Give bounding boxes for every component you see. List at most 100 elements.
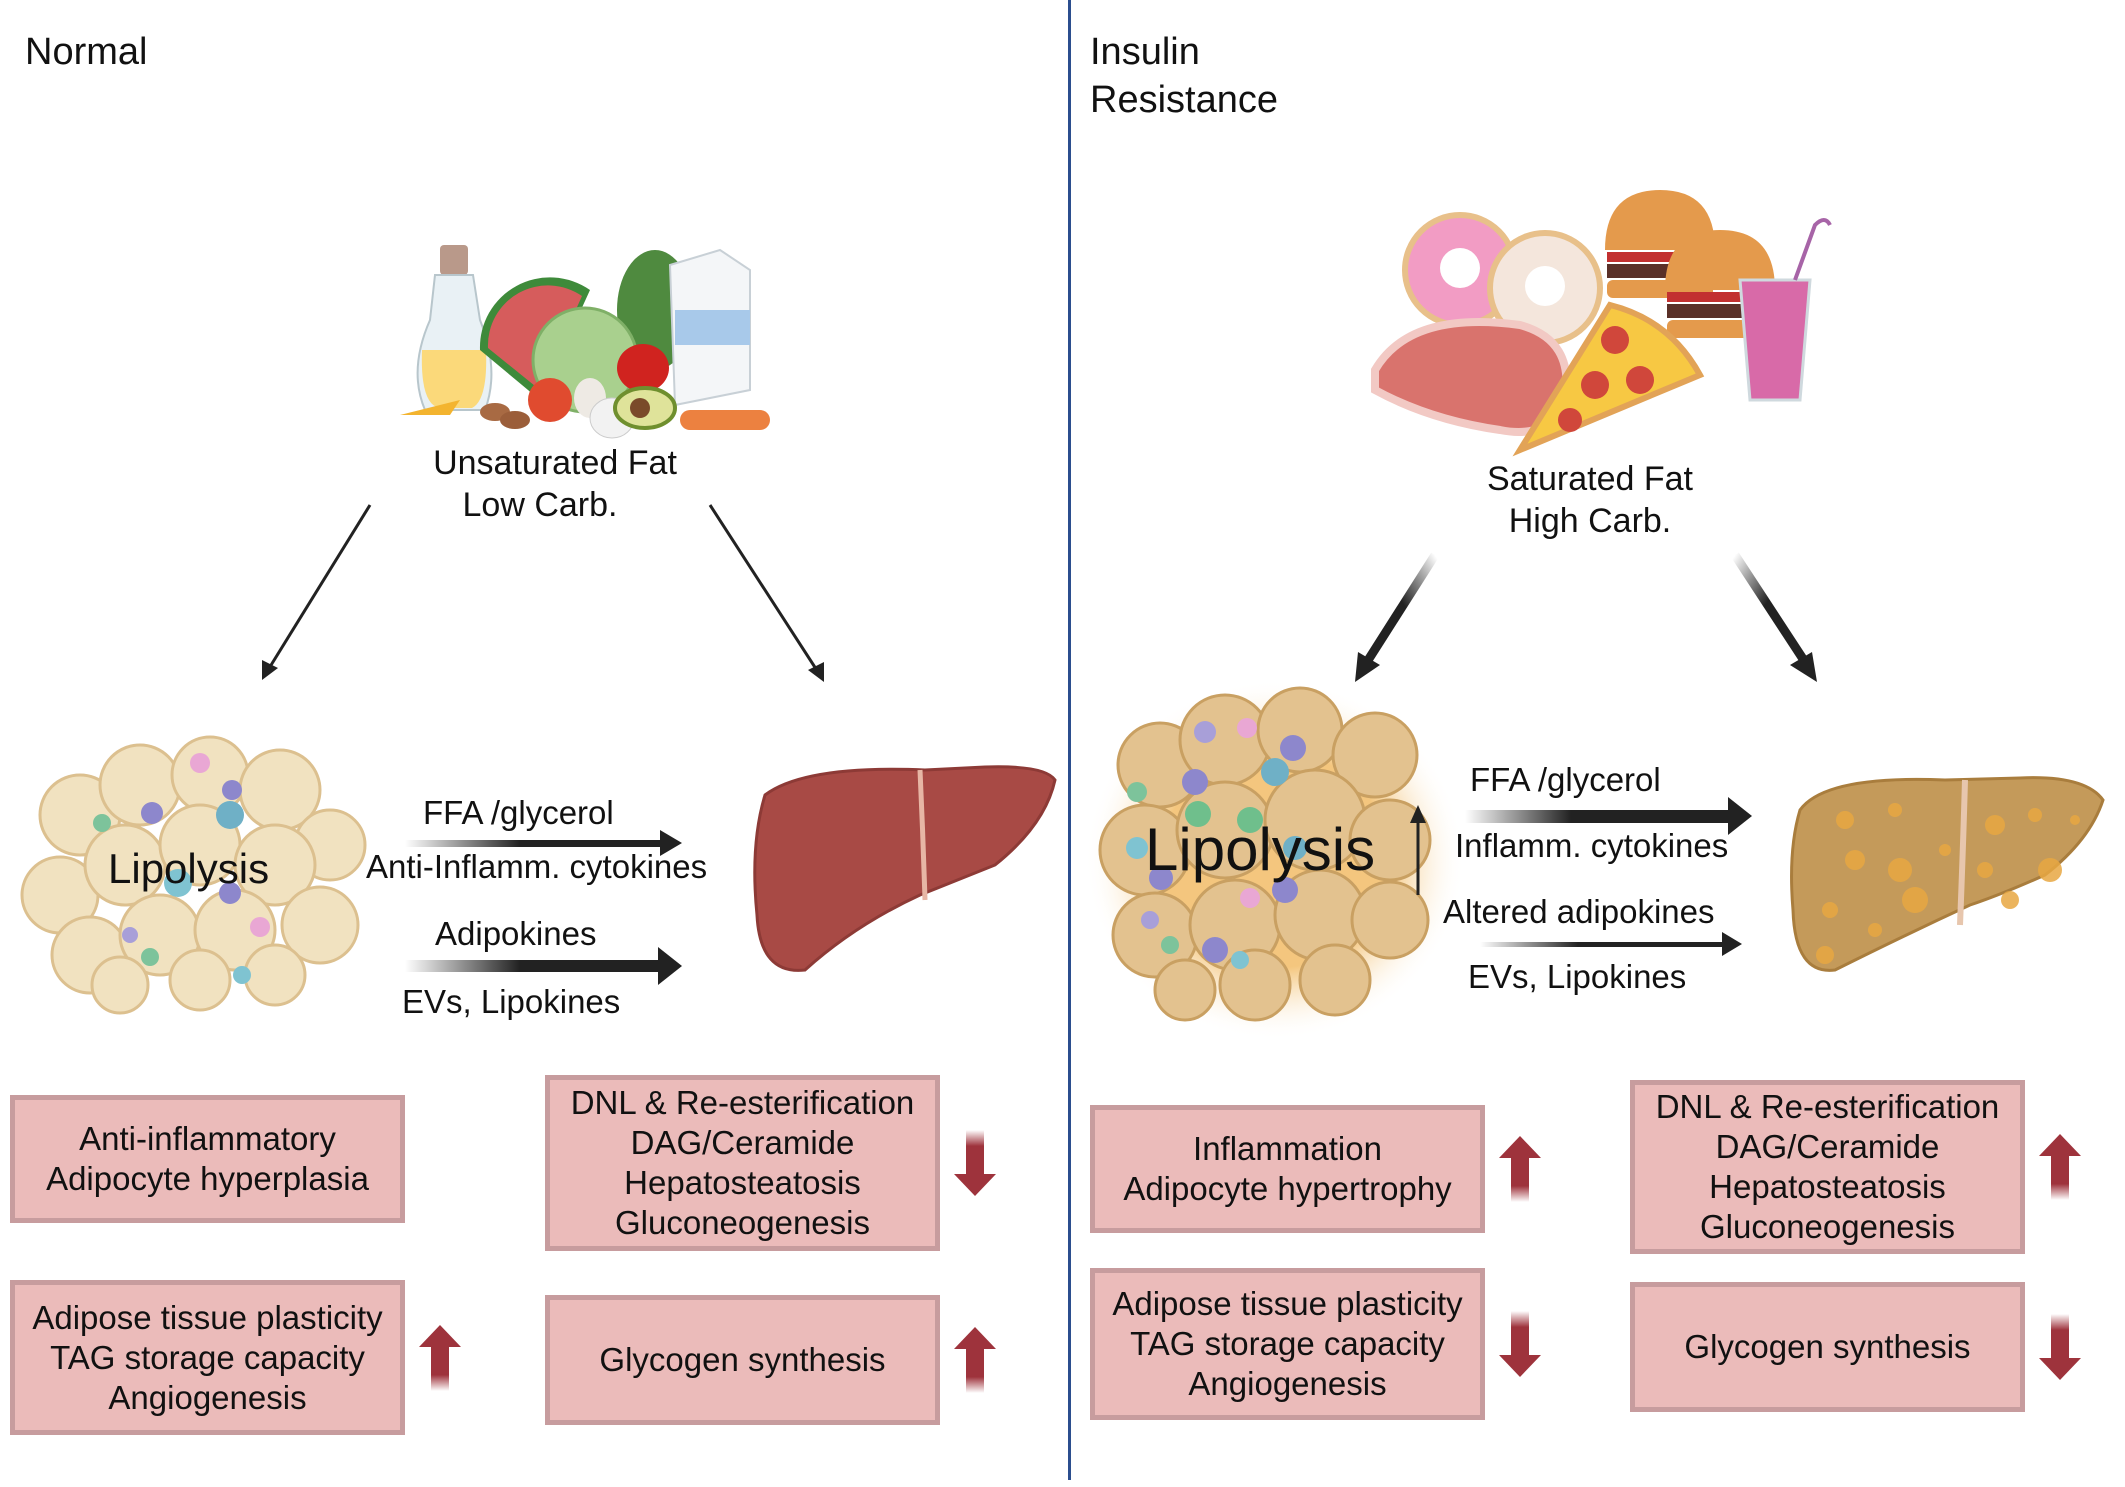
flow-arrows-normal bbox=[405, 830, 682, 985]
flow-label-ffa-glycerol: FFA /glycerol bbox=[423, 794, 614, 831]
panel-title-insulin-resistance: Insulin Resistance bbox=[1090, 28, 1278, 124]
title-line1: Insulin bbox=[1090, 31, 1200, 73]
carrot-icon bbox=[400, 400, 460, 415]
immune-cell-icon bbox=[1240, 888, 1260, 908]
macrophage-icon bbox=[1280, 735, 1306, 761]
panel-title-normal: Normal bbox=[25, 31, 148, 73]
arrowhead-icon bbox=[808, 662, 824, 682]
panel-divider bbox=[1068, 0, 1071, 1480]
box-line: DAG/Ceramide bbox=[1715, 1128, 1940, 1165]
pepperoni-icon bbox=[1581, 371, 1609, 399]
ligament-icon bbox=[917, 769, 928, 901]
arrow-to-adipose bbox=[266, 504, 372, 671]
flow-label-altered-adipokines: Altered adipokines bbox=[1443, 893, 1715, 930]
macrophage-icon bbox=[141, 802, 163, 824]
diet-label-line1: Saturated Fat bbox=[1486, 460, 1693, 498]
flow-label-inflamm-cytokines: Inflamm. cytokines bbox=[1455, 827, 1729, 864]
trend-down-arrow-icon bbox=[954, 1130, 996, 1196]
box-line: Inflammation bbox=[1193, 1130, 1382, 1167]
box-ir-liver-1: DNL & Re-esterification DAG/Ceramide Hep… bbox=[1630, 1080, 2025, 1254]
immune-cell-icon bbox=[250, 917, 270, 937]
arrowhead-icon bbox=[658, 947, 682, 985]
immune-cell-icon bbox=[141, 948, 159, 966]
unhealthy-food-icon bbox=[1371, 190, 1832, 457]
immune-cell-icon bbox=[233, 966, 251, 984]
fatty-liver-icon bbox=[1790, 776, 2105, 972]
diet-label-normal: Unsaturated Fat Low Carb. bbox=[405, 442, 705, 526]
immune-cell-icon bbox=[216, 801, 244, 829]
immune-cell-icon bbox=[190, 753, 210, 773]
flow-label-evs-lipokines: EVs, Lipokines bbox=[402, 983, 621, 1020]
macrophage-icon bbox=[1182, 769, 1208, 795]
burger-layer-icon bbox=[1607, 252, 1713, 262]
box-line: Glycogen synthesis bbox=[1684, 1328, 1971, 1365]
box-line: Gluconeogenesis bbox=[614, 1204, 870, 1241]
diet-arrows-normal bbox=[262, 504, 824, 682]
title-line2: Resistance bbox=[1090, 79, 1278, 121]
diet-label-line2: Low Carb. bbox=[462, 486, 618, 524]
flow-label-ffa-glycerol-ir: FFA /glycerol bbox=[1470, 761, 1661, 798]
immune-cell-icon bbox=[1283, 836, 1307, 860]
bell-pepper-icon bbox=[617, 344, 669, 392]
immune-cell-icon bbox=[1237, 807, 1263, 833]
box-ir-liver-2: Glycogen synthesis bbox=[1630, 1282, 2025, 1412]
arrow-to-liver bbox=[708, 504, 820, 673]
box-line: Glycogen synthesis bbox=[599, 1341, 886, 1378]
macrophage-icon bbox=[1202, 937, 1228, 963]
flow-label-anti-inflamm-cytokines: Anti-Inflamm. cytokines bbox=[366, 848, 708, 885]
fat-droplets-icon bbox=[1816, 803, 2080, 964]
adipose-tissue-normal-icon bbox=[20, 735, 367, 1015]
box-line: Angiogenesis bbox=[108, 1378, 307, 1416]
macrophage-icon bbox=[122, 927, 138, 943]
milk-label-icon bbox=[675, 310, 750, 345]
macrophage-icon bbox=[222, 780, 242, 800]
salmon-icon bbox=[680, 410, 770, 430]
box-line: Hepatosteatosis bbox=[1709, 1168, 1946, 1205]
immune-cell-icon bbox=[1127, 782, 1147, 802]
macrophage-icon bbox=[1141, 911, 1159, 929]
box-line: DNL & Re-esterification bbox=[1655, 1088, 2000, 1125]
box-line: Gluconeogenesis bbox=[1699, 1208, 1955, 1245]
trend-up-arrow-icon bbox=[1499, 1136, 1541, 1202]
lipolysis-label-ir: Lipolysis bbox=[1145, 816, 1376, 883]
box-line: Anti-inflammatory bbox=[79, 1120, 336, 1157]
arrow-to-adipose-ir bbox=[1361, 552, 1439, 668]
ligament-icon bbox=[1957, 779, 1968, 926]
lipolysis-label-normal: Lipolysis bbox=[108, 845, 270, 892]
flow-arrow-upper-ir bbox=[1465, 810, 1730, 823]
donut-hole-icon bbox=[1440, 248, 1480, 288]
flow-arrows-insulin-resistance bbox=[1465, 797, 1752, 956]
diet-arrows-insulin-resistance bbox=[1355, 552, 1817, 682]
pepperoni-icon bbox=[1558, 408, 1582, 432]
box-line: Adipocyte hyperplasia bbox=[46, 1160, 369, 1197]
arrowhead-icon bbox=[1728, 797, 1752, 835]
flow-arrow-lower-ir bbox=[1480, 942, 1725, 947]
box-line: TAG storage capacity bbox=[50, 1338, 365, 1376]
box-normal-liver-2: Glycogen synthesis bbox=[545, 1295, 940, 1425]
box-line: Adipocyte hypertrophy bbox=[1123, 1170, 1452, 1207]
trend-down-arrow-icon bbox=[1499, 1311, 1541, 1377]
trend-up-arrow-icon bbox=[954, 1327, 996, 1393]
box-normal-liver-1: DNL & Re-esterification DAG/Ceramide Hep… bbox=[545, 1075, 940, 1251]
flow-arrow-upper bbox=[405, 840, 660, 847]
trend-up-arrow-icon bbox=[2039, 1134, 2081, 1200]
apple-icon bbox=[528, 378, 572, 422]
box-line: Adipose tissue plasticity bbox=[1112, 1285, 1463, 1322]
immune-cell-icon bbox=[93, 814, 111, 832]
healthy-liver-icon bbox=[753, 765, 1057, 972]
arrow-to-liver-ir bbox=[1731, 552, 1809, 665]
burger-icon bbox=[1665, 230, 1775, 290]
arrowhead-icon bbox=[1790, 652, 1817, 682]
cork-icon bbox=[440, 245, 468, 275]
flow-arrow-lower bbox=[405, 960, 660, 972]
immune-cell-icon bbox=[1185, 801, 1211, 827]
immune-cell-icon bbox=[1126, 837, 1148, 859]
box-ir-adipose-1: Inflammation Adipocyte hypertrophy bbox=[1090, 1105, 1485, 1233]
arrowhead-icon bbox=[660, 830, 682, 856]
box-line: DAG/Ceramide bbox=[630, 1124, 855, 1161]
flow-label-adipokines: Adipokines bbox=[435, 915, 597, 952]
burger-layer-icon bbox=[1667, 292, 1773, 302]
pepperoni-icon bbox=[1626, 366, 1654, 394]
diet-label-insulin-resistance: Saturated Fat High Carb. bbox=[1430, 458, 1750, 542]
box-line: Hepatosteatosis bbox=[624, 1164, 861, 1201]
